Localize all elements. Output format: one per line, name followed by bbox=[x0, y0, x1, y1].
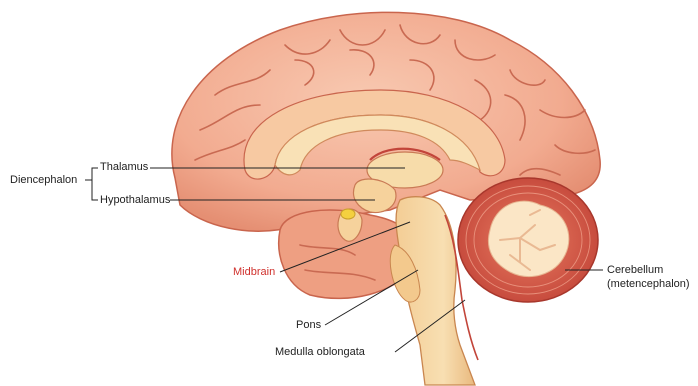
diencephalon-label: Diencephalon bbox=[10, 174, 77, 187]
midbrain-label: Midbrain bbox=[233, 266, 275, 279]
medulla-oblongata-label: Medulla oblongata bbox=[275, 346, 365, 359]
cerebellum-label: Cerebellum bbox=[607, 264, 663, 277]
hypothalamus-label: Hypothalamus bbox=[100, 194, 170, 207]
arbor-vitae bbox=[488, 201, 568, 276]
thalamus-label: Thalamus bbox=[100, 161, 148, 174]
cerebellum bbox=[458, 178, 598, 302]
metencephalon-label: (metencephalon) bbox=[607, 278, 690, 291]
optic-chiasm bbox=[341, 209, 355, 219]
pons-label: Pons bbox=[296, 319, 321, 332]
